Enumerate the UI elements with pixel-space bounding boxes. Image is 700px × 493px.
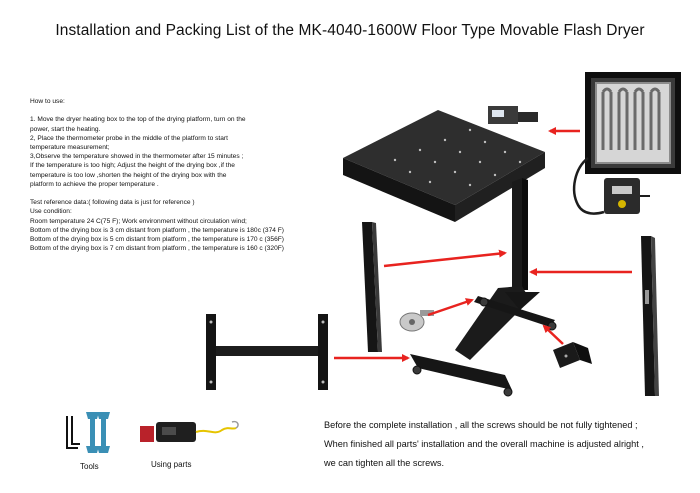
page-title: Installation and Packing List of the MK-… [55, 22, 645, 39]
hex-key-icon [71, 416, 80, 445]
installation-arrows [334, 127, 632, 362]
how-to-line: temperature is too low ,shorten the heig… [30, 171, 227, 179]
how-to-line: 3,Observe the temperature showed in the … [30, 153, 244, 161]
tools-image [66, 412, 110, 453]
using-parts-caption: Using parts [151, 460, 192, 469]
support-bar-image [641, 236, 659, 396]
h-frame-part-image [206, 314, 328, 390]
installation-note-line: When finished all parts' installation an… [324, 439, 644, 449]
installation-note-line: Before the complete installation , all t… [324, 420, 638, 430]
corner-bracket-image [553, 342, 592, 368]
how-to-line: platform to achieve the proper temperatu… [30, 180, 159, 188]
arrow-caster [427, 298, 474, 317]
arrow-bracket [542, 324, 564, 345]
installation-note-line: we can tighten all the screws. [324, 458, 445, 468]
installation-note: Before the complete installation , all t… [324, 416, 694, 473]
test-reference-line: Bottom of the drying box is 5 cm distant… [30, 236, 284, 244]
how-to-heading: How to use: [30, 98, 65, 105]
test-reference-line: Room temperature 24 C(75 F); Work enviro… [30, 217, 247, 225]
test-reference-heading: Test reference data:( following data is … [30, 199, 195, 207]
thermometer-box-image [572, 157, 650, 215]
arrow-column [383, 249, 507, 268]
how-to-line: 2, Place the thermometer probe in the mi… [30, 134, 228, 142]
how-to-line: power, start the heating. [30, 125, 101, 133]
using-parts-image [140, 420, 239, 442]
tools-caption: Tools [80, 462, 99, 471]
use-condition-label: Use condition: [30, 208, 72, 216]
test-reference-line: Bottom of the drying box is 7 cm distant… [30, 245, 284, 253]
heating-panel-image [585, 72, 681, 174]
column-part-image [362, 222, 382, 352]
wrench-icon [86, 412, 99, 453]
caster-wheel-image [399, 310, 434, 332]
wrench-icon [97, 412, 110, 453]
hex-key-icon [66, 416, 78, 449]
how-to-line: If the temperature is too high; Adjust t… [30, 162, 235, 170]
how-to-use-section: How to use: 1. Move the dryer heating bo… [30, 97, 330, 253]
how-to-line: 1. Move the dryer heating box to the top… [30, 116, 246, 124]
dryer-machine-image [343, 106, 557, 397]
how-to-line: temperature measurement; [30, 144, 110, 151]
test-reference-line: Bottom of the drying box is 3 cm distant… [30, 226, 284, 234]
